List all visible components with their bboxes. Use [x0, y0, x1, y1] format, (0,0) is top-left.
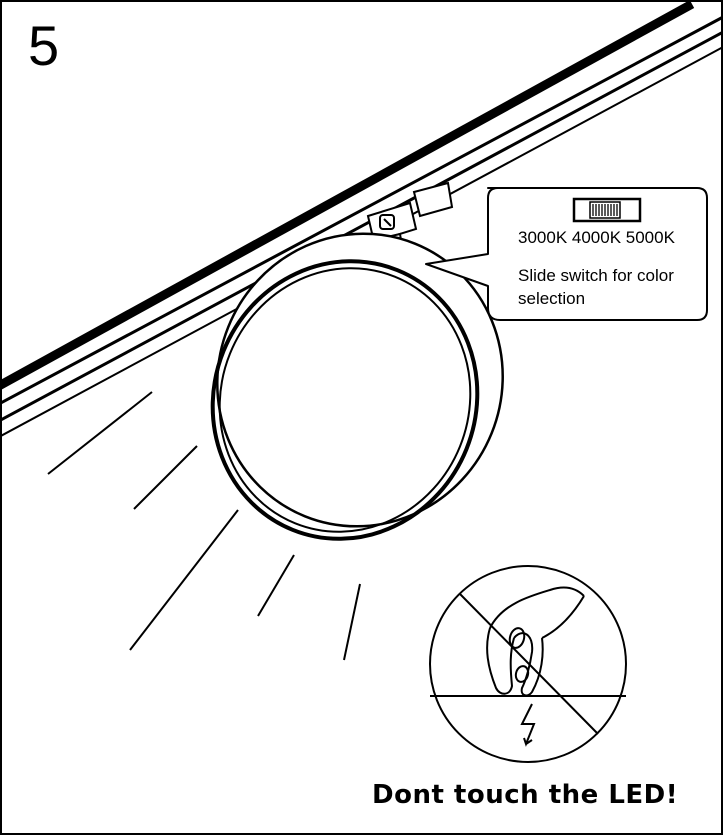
- light-beams: [47, 391, 361, 661]
- hand-icon: [486, 586, 585, 697]
- spotlight-head: [210, 232, 504, 541]
- electric-shock-icon: [520, 703, 536, 747]
- warning-pictogram: [429, 565, 627, 763]
- callout-caption: Slide switch for color selection: [518, 266, 674, 308]
- warning-text: Dont touch the LED!: [372, 780, 679, 810]
- step-number: 5: [28, 14, 60, 77]
- color-temperature-labels: 3000K 4000K 5000K: [518, 228, 675, 247]
- track-rail: [2, 2, 721, 437]
- prohibition-icon: [429, 565, 627, 763]
- slide-switch-icon: [572, 197, 642, 223]
